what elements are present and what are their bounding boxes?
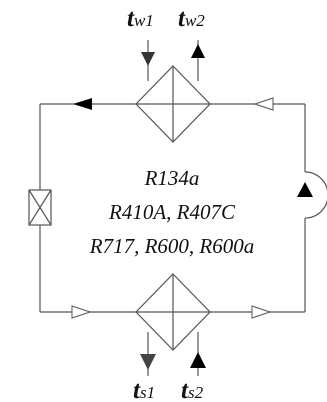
refrigerant-list: R134a R410A, R407C R717, R600, R600a — [89, 166, 254, 258]
source-outlet-label: ts2 — [181, 377, 204, 402]
expansion-valve — [28, 189, 52, 226]
stream-labels: tw1 tw2 ts1 ts2 — [127, 5, 205, 402]
compressor — [297, 171, 327, 219]
water-inlet-label: tw1 — [127, 5, 154, 32]
flow-arrow-top-right — [253, 97, 274, 111]
flow-arrows — [71, 97, 274, 319]
refrigerant-line-1: R134a — [144, 166, 200, 190]
source-streams — [140, 332, 206, 376]
evaporator-heat-exchanger — [135, 273, 211, 351]
refrigerant-line-2: R410A, R407C — [108, 200, 236, 224]
source-inlet-label: ts1 — [133, 377, 155, 402]
compressor-circle — [304, 171, 327, 219]
refrigerant-line-3: R717, R600, R600a — [89, 234, 254, 258]
flow-arrow-top-left — [73, 98, 92, 110]
source-inlet-arrow — [140, 354, 156, 370]
compressor-direction-arrow — [297, 182, 313, 197]
expansion-valve-cross-2 — [28, 189, 52, 226]
flow-arrow-bottom-left — [71, 305, 92, 319]
condenser-heat-exchanger — [135, 65, 211, 143]
source-outlet-arrow — [190, 352, 206, 368]
water-outlet-arrow — [191, 44, 205, 58]
water-streams — [141, 40, 205, 81]
flow-arrow-bottom-right — [251, 305, 272, 319]
water-inlet-arrow — [141, 52, 155, 66]
water-outlet-label: tw2 — [178, 5, 205, 32]
